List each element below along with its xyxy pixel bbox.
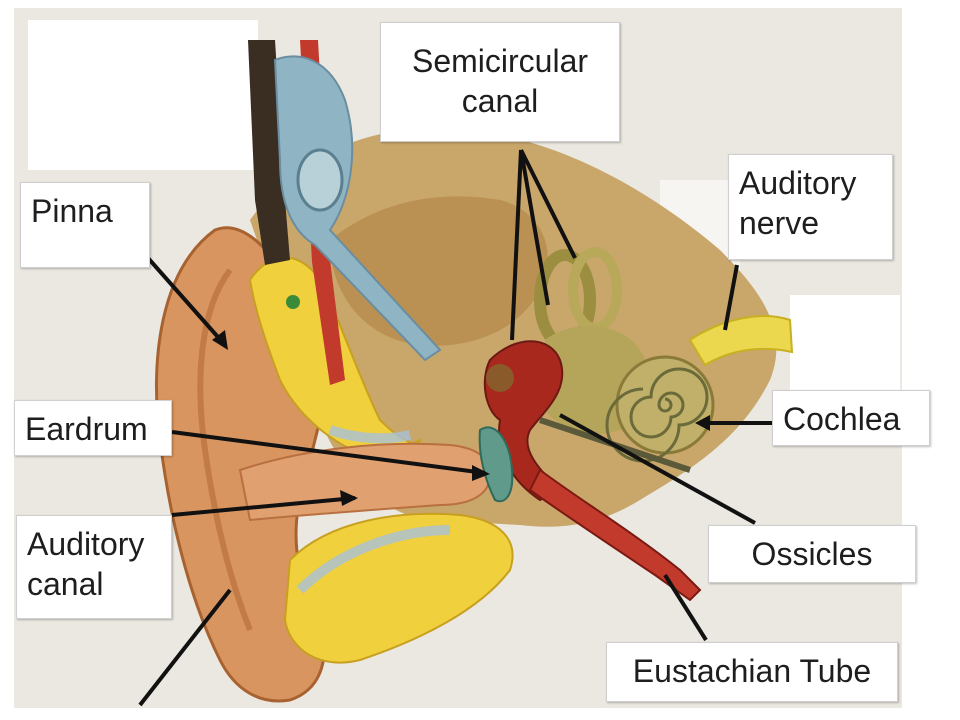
arrow-pinna: [146, 256, 227, 347]
label-auditory-nerve: Auditory nerve: [728, 154, 893, 260]
white-panel-right: [790, 295, 900, 390]
auditory-canal-line-2: canal: [27, 566, 104, 602]
white-panel-top-left: [28, 20, 258, 170]
eustachian-tube-shape: [528, 468, 702, 602]
eardrum-shape: [478, 426, 514, 503]
lower-membrane: [296, 525, 451, 594]
arrow-auditory-canal: [171, 496, 356, 517]
label-eustachian-tube: Eustachian Tube: [606, 642, 898, 702]
arrow-ossicles: [559, 413, 756, 525]
label-pinna: Pinna: [20, 182, 150, 268]
arrow-eardrum: [171, 430, 486, 475]
lower-fat-layer: [283, 512, 514, 664]
arrowhead-auditory-canal: [340, 490, 358, 506]
arrow-heads: [212, 330, 710, 506]
vestibular-structure: [273, 55, 442, 362]
arrowhead-cochlea: [695, 415, 710, 431]
auditory-canal-line-1: Auditory: [27, 526, 145, 562]
arrow-eustachian: [663, 573, 708, 642]
eustachian-tube-text: Eustachian Tube: [632, 653, 872, 689]
vertical-vein: [248, 40, 290, 265]
label-eardrum: Eardrum: [14, 400, 172, 456]
arrowhead-pinna: [212, 330, 228, 350]
label-auditory-canal: Auditory canal: [16, 515, 172, 619]
arrow-auditory-nerve: [723, 264, 739, 331]
semicircular-canal-line-1: Semicircular: [411, 43, 589, 79]
vestibular-ring: [296, 148, 344, 212]
cochlea-spiral: [605, 367, 709, 463]
label-ossicles: Ossicles: [708, 525, 916, 583]
semicircular-canal-line-2: canal: [461, 83, 539, 119]
upper-membrane: [328, 425, 412, 444]
pinna-text: Pinna: [31, 193, 113, 229]
arrow-semicircular-1: [510, 149, 523, 341]
pointer-lines: [138, 149, 780, 707]
auditory-nerve-line-2: nerve: [739, 205, 820, 241]
ossicles-text: Ossicles: [751, 536, 873, 572]
label-cochlea: Cochlea: [772, 390, 930, 446]
auditory-nerve-shape: [688, 315, 794, 367]
auditory-nerve-line-1: Auditory: [739, 165, 857, 201]
eardrum-text: Eardrum: [25, 411, 148, 447]
green-node: [286, 295, 300, 309]
arrow-semicircular-2: [519, 149, 550, 306]
cochlea-text: Cochlea: [783, 401, 901, 437]
arrowhead-eardrum: [472, 465, 490, 481]
arrow-bottom-left: [138, 588, 232, 707]
malleus-head: [486, 364, 514, 392]
pinna-inner-fold: [197, 268, 253, 632]
label-semicircular-canal: Semicircular canal: [380, 22, 620, 142]
arrow-semicircular-3: [519, 149, 577, 259]
